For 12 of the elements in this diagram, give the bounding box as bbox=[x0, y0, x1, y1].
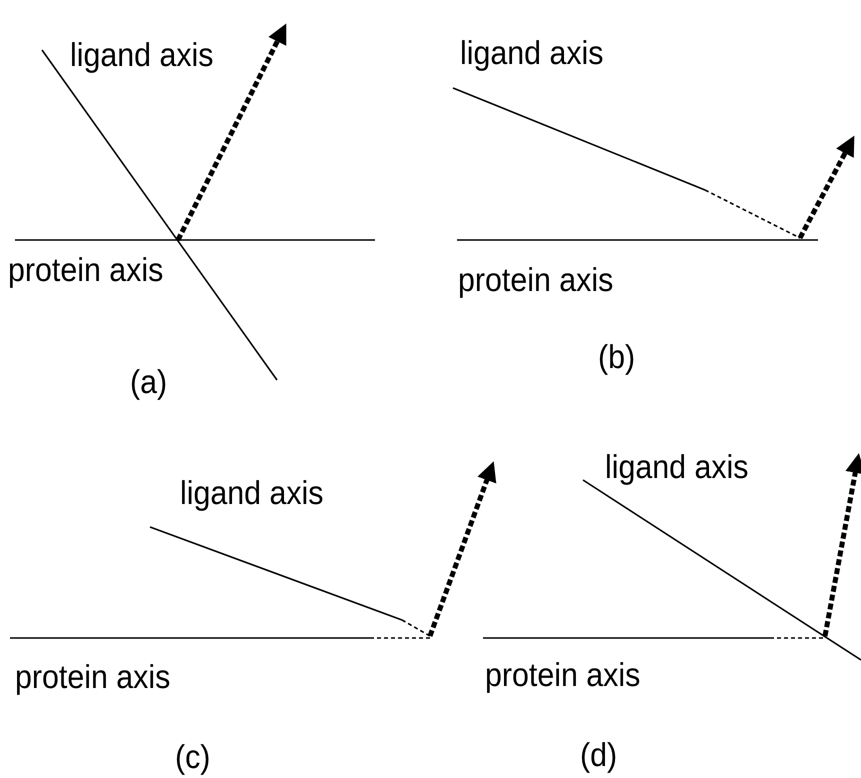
axis-label: ligand axis bbox=[605, 447, 748, 487]
panel-label: (b) bbox=[598, 337, 636, 377]
axis-label: protein axis bbox=[458, 260, 614, 300]
axis-label: ligand axis bbox=[70, 35, 214, 75]
axis-label: protein axis bbox=[485, 655, 640, 695]
axis-label: protein axis bbox=[15, 657, 170, 697]
axis-label: ligand axis bbox=[460, 33, 604, 73]
axis-label: ligand axis bbox=[180, 473, 324, 513]
panel-label: (c) bbox=[175, 737, 210, 777]
axis-label: protein axis bbox=[8, 250, 164, 290]
panel-label: (d) bbox=[580, 735, 618, 775]
panel-label: (a) bbox=[130, 362, 168, 402]
